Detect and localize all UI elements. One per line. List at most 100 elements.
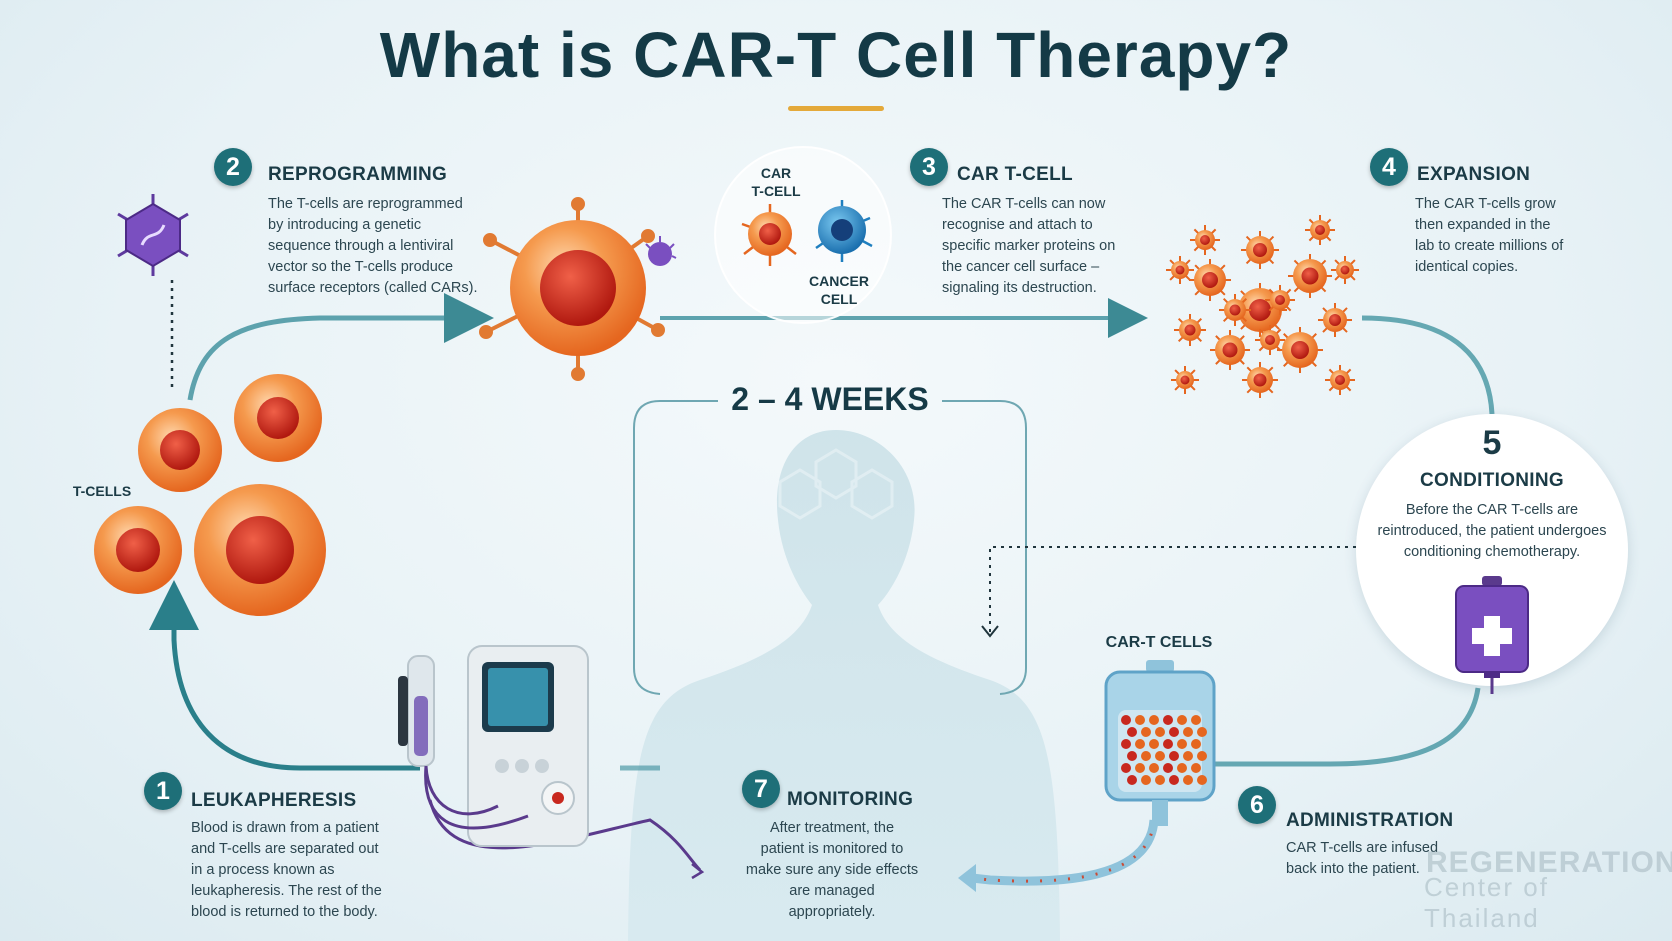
- step-5-title: CONDITIONING: [1420, 470, 1564, 491]
- bag-cell: [1197, 727, 1207, 737]
- chemotherapy-bag-icon: [1455, 576, 1529, 694]
- bag-cell: [1155, 751, 1165, 761]
- car-t-cells-bag-icon: [1104, 660, 1216, 826]
- dotted-conditioning-line: [989, 546, 1356, 632]
- bag-cell: [1163, 715, 1173, 725]
- step-4-title: EXPANSION: [1417, 164, 1531, 185]
- bag-cell: [1155, 775, 1165, 785]
- step-2-number: 2: [214, 148, 252, 186]
- bag-cell: [1141, 775, 1151, 785]
- step-2-title: REPROGRAMMING: [268, 164, 448, 185]
- expanded-car-t-cell: [1288, 254, 1332, 298]
- hexagon-pattern: [778, 448, 894, 520]
- bag-cell: [1197, 775, 1207, 785]
- step-2-description: The T-cells are reprogrammed by introduc…: [268, 196, 478, 296]
- expanded-car-t-cell: [1171, 366, 1199, 394]
- bag-cell: [1163, 763, 1173, 773]
- bag-cell: [1163, 739, 1173, 749]
- car-t-attack-icon: [741, 200, 873, 266]
- watermark-line-1: REGENERATION: [1426, 846, 1672, 879]
- step-4-number: 4: [1370, 148, 1408, 186]
- t-cells-label: T-CELLS: [72, 483, 132, 499]
- bag-cell: [1183, 751, 1193, 761]
- expanded-car-t-cell: [1277, 327, 1323, 373]
- step-7-title: MONITORING: [787, 789, 914, 810]
- bag-cell: [1197, 751, 1207, 761]
- car-t-cells-bag-label: CAR-T CELLS: [1105, 634, 1213, 651]
- bag-cell: [1149, 739, 1159, 749]
- bag-cell: [1127, 751, 1137, 761]
- step-1-title: LEUKAPHERESIS: [191, 790, 357, 811]
- bag-cell: [1149, 715, 1159, 725]
- bag-cell: [1155, 727, 1165, 737]
- bag-cell: [1169, 751, 1179, 761]
- expanded-car-t-cell: [1265, 285, 1295, 315]
- step-3-title: CAR T-CELL: [957, 164, 1073, 185]
- bag-cell: [1183, 727, 1193, 737]
- bag-cell: [1127, 727, 1137, 737]
- step-5-number: 5: [1482, 424, 1502, 462]
- title-underline: [788, 106, 884, 111]
- expanded-car-t-cell: [1242, 362, 1278, 398]
- weeks-frame: [633, 400, 718, 695]
- bag-cell: [1141, 727, 1151, 737]
- expanded-car-t-cell: [1190, 225, 1220, 255]
- step-4-description: The CAR T-cells grow then expanded in th…: [1415, 196, 1564, 275]
- t-cells-cluster: [94, 374, 326, 616]
- flow-arrow-1-2: [187, 293, 494, 401]
- expanded-car-t-cell: [1219, 294, 1251, 326]
- flow-arrow-5-6: [1210, 687, 1481, 767]
- duration-label: 2 – 4 WEEKS: [731, 381, 929, 417]
- expanded-car-t-cell: [1318, 303, 1352, 337]
- expanded-car-t-cell: [1325, 365, 1355, 395]
- step-7-description: After treatment, the patient is monitore…: [745, 820, 919, 920]
- bag-cell: [1135, 715, 1145, 725]
- bag-cell: [1177, 739, 1187, 749]
- lentiviral-vector-icon: [117, 194, 189, 276]
- page-title: What is CAR-T Cell Therapy?: [379, 19, 1293, 91]
- expansion-cell-cluster: [1166, 215, 1359, 398]
- bag-cell: [1121, 739, 1131, 749]
- bag-cell: [1141, 751, 1151, 761]
- expanded-car-t-cell: [1166, 256, 1194, 284]
- step-1-description: Blood is drawn from a patient and T-cell…: [191, 820, 382, 920]
- bag-cell: [1135, 739, 1145, 749]
- bag-cell: [1127, 775, 1137, 785]
- infusion-line: [971, 819, 1159, 886]
- cancer-cell-label: CANCER CELL: [809, 273, 869, 307]
- step-6-title: ADMINISTRATION: [1286, 810, 1454, 831]
- bag-cell: [1191, 715, 1201, 725]
- step-6-description: CAR T-cells are infused back into the pa…: [1286, 840, 1439, 877]
- expanded-car-t-cell: [1210, 330, 1250, 370]
- expanded-car-t-cell: [1189, 259, 1231, 301]
- expanded-car-t-cell: [1255, 325, 1285, 355]
- reprogrammed-t-cell-icon: [479, 197, 677, 381]
- bag-cell: [1169, 775, 1179, 785]
- step-6-number: 6: [1238, 786, 1276, 824]
- flow-arrow-1-up: [149, 580, 420, 771]
- step-5-description: Before the CAR T-cells are reintroduced,…: [1377, 502, 1607, 560]
- watermark-line-2: Center of Thailand: [1424, 872, 1549, 933]
- bag-cell: [1121, 715, 1131, 725]
- bag-cell: [1169, 727, 1179, 737]
- apheresis-machine-icon: [398, 645, 589, 847]
- bag-cell: [1121, 763, 1131, 773]
- expanded-car-t-cell: [1174, 314, 1206, 346]
- step-1-number: 1: [144, 772, 182, 810]
- car-t-cell-label: CAR T-CELL: [751, 165, 801, 199]
- step-7-number: 7: [742, 770, 780, 808]
- step-3-description: The CAR T-cells can now recognise and at…: [942, 196, 1116, 296]
- bag-cell: [1183, 775, 1193, 785]
- expanded-car-t-cell: [1331, 256, 1359, 284]
- bag-cell: [1135, 763, 1145, 773]
- bag-cell: [1177, 763, 1187, 773]
- bag-cell: [1191, 739, 1201, 749]
- expanded-car-t-cell: [1241, 231, 1279, 269]
- bag-cell: [1149, 763, 1159, 773]
- expanded-car-t-cell: [1305, 215, 1335, 245]
- blood-tubing: [428, 799, 702, 872]
- patient-silhouette: [628, 430, 1060, 941]
- bag-cell: [1177, 715, 1187, 725]
